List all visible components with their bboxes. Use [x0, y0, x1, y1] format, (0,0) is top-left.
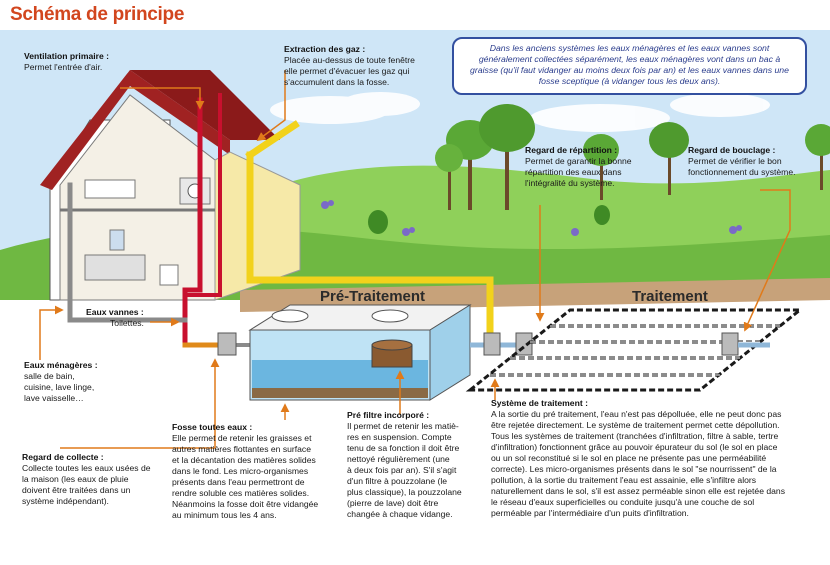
- label-title: Regard de répartition :: [525, 145, 618, 155]
- label-line: ou un sol reconstitué si le sol en place…: [491, 453, 767, 463]
- label-line: naturellement dans le sol, s'il est asse…: [491, 486, 785, 496]
- label-line: cuisine, lave linge,: [24, 382, 95, 392]
- pipes: [67, 93, 494, 348]
- label-title: Pré filtre incorporé :: [347, 410, 430, 420]
- label-line: dans le fond. Les micro-organismes: [172, 466, 309, 476]
- tree-group: [435, 104, 830, 210]
- label-line: présents dans l'eau permettront de: [172, 477, 305, 487]
- label-line: fonctionnement du système.: [688, 167, 796, 177]
- stage-label-traitement: Traitement: [632, 288, 708, 305]
- label-line: à deux fois par an). S'il s'agit: [347, 465, 457, 475]
- label-ventilation: Ventilation primaire : Permet l'entrée d…: [24, 51, 134, 73]
- label-line: Tous les systèmes de traitement (tranché…: [491, 431, 779, 441]
- label-title: Regard de bouclage :: [688, 145, 776, 155]
- label-line: d'un filtre à pouzzolane (le: [347, 476, 448, 486]
- label-line: la maison (les eaux de pluie: [22, 474, 129, 484]
- septic-tank: [248, 304, 472, 401]
- label-line: d'infiltration) fonctionnent grâce au po…: [491, 442, 778, 452]
- label-fosse: Fosse toutes eaux : Elle permet de reten…: [172, 422, 337, 521]
- label-text: Toilettes.: [110, 318, 144, 328]
- label-line: répartition des eaux dans: [525, 167, 622, 177]
- clouds: [270, 92, 770, 132]
- label-prefiltre: Pré filtre incorporé : Il permet de rete…: [347, 410, 469, 520]
- label-line: tenu de sa fonction il doit être: [347, 443, 460, 453]
- page-title: Schéma de principe: [10, 4, 185, 25]
- label-systeme: Système de traitement : A la sortie du p…: [491, 398, 821, 519]
- label-line: res en suspension. Compte: [347, 432, 452, 442]
- label-line: Placée au-dessus de toute fenêtre: [284, 55, 415, 65]
- label-title: Système de traitement :: [491, 398, 588, 408]
- label-extraction: Extraction des gaz : Placée au-dessus de…: [284, 44, 444, 88]
- soil-band: [240, 278, 830, 312]
- label-line: rendre soluble ces matières solides.: [172, 488, 310, 498]
- label-eaux-menageres: Eaux ménagères : salle de bain, cuisine,…: [24, 360, 134, 404]
- label-line: nettoyé régulièrement (une: [347, 454, 450, 464]
- label-regard-collecte: Regard de collecte : Collecte toutes les…: [22, 452, 172, 507]
- label-line: perméable par l'intermédiaire d'un puits…: [491, 508, 689, 518]
- label-text: Permet l'entrée d'air.: [24, 62, 103, 72]
- label-line: pollution, à la sortie du traitement l'e…: [491, 475, 757, 485]
- label-line: être rejetée directement. Le système de …: [491, 420, 780, 430]
- label-title: Eaux vannes :: [86, 307, 144, 317]
- label-line: au minimum tous les 4 ans.: [172, 510, 277, 520]
- label-line: doivent être traitées dans un: [22, 485, 131, 495]
- label-title: Fosse toutes eaux :: [172, 422, 253, 432]
- stage-label-pretraitement: Pré-Traitement: [320, 288, 426, 305]
- label-line: Collecte toutes les eaux usées de: [22, 463, 151, 473]
- label-bouclage: Regard de bouclage : Permet de vérifier …: [688, 145, 813, 178]
- label-line: (pierre de lave) doit être: [347, 498, 439, 508]
- label-line: Permet de vérifier le bon: [688, 156, 782, 166]
- label-title: Eaux ménagères :: [24, 360, 98, 370]
- label-line: correcte). Les micro-organismes présents…: [491, 464, 777, 474]
- label-line: lave vaisselle…: [24, 393, 84, 403]
- label-title: Regard de collecte :: [22, 452, 104, 462]
- callout-arrows: [39, 70, 791, 449]
- label-line: système indépendant).: [22, 496, 109, 506]
- distribution-box: [483, 332, 501, 356]
- soil-layer: [0, 300, 830, 550]
- info-bubble: Dans les anciens systèmes les eaux ménag…: [452, 37, 807, 95]
- label-line: changée à chaque vidange.: [347, 509, 453, 519]
- label-line: Néanmoins la fosse doit être vidangée: [172, 499, 319, 509]
- plant: [368, 205, 610, 234]
- label-line: A la sortie du pré traitement, l'eau n'e…: [491, 409, 782, 419]
- label-line: Permet de garantir la bonne: [525, 156, 632, 166]
- label-repartition: Regard de répartition : Permet de garant…: [525, 145, 650, 189]
- label-line: le réseau d'eaux superficielles ou condu…: [491, 497, 755, 507]
- label-line: l'intégralité du système.: [525, 178, 615, 188]
- collection-box: [217, 332, 237, 356]
- label-line: Elle permet de retenir les graisses et: [172, 433, 312, 443]
- label-line: s'accumulent dans la fosse.: [284, 77, 390, 87]
- label-eaux-vannes: Eaux vannes : Toilettes.: [86, 307, 166, 329]
- label-line: et la décantation des matières solides: [172, 455, 316, 465]
- label-line: elle permet d'évacuer les gaz qui: [284, 66, 410, 76]
- loop-box: [721, 332, 739, 356]
- label-line: Il permet de retenir les matiè-: [347, 421, 459, 431]
- label-line: salle de bain,: [24, 371, 75, 381]
- label-line: plus classique), la pouzzolane: [347, 487, 462, 497]
- label-title: Extraction des gaz :: [284, 44, 366, 54]
- label-line: autres matières flottantes en surface: [172, 444, 312, 454]
- label-title: Ventilation primaire :: [24, 51, 110, 61]
- house: [40, 70, 301, 301]
